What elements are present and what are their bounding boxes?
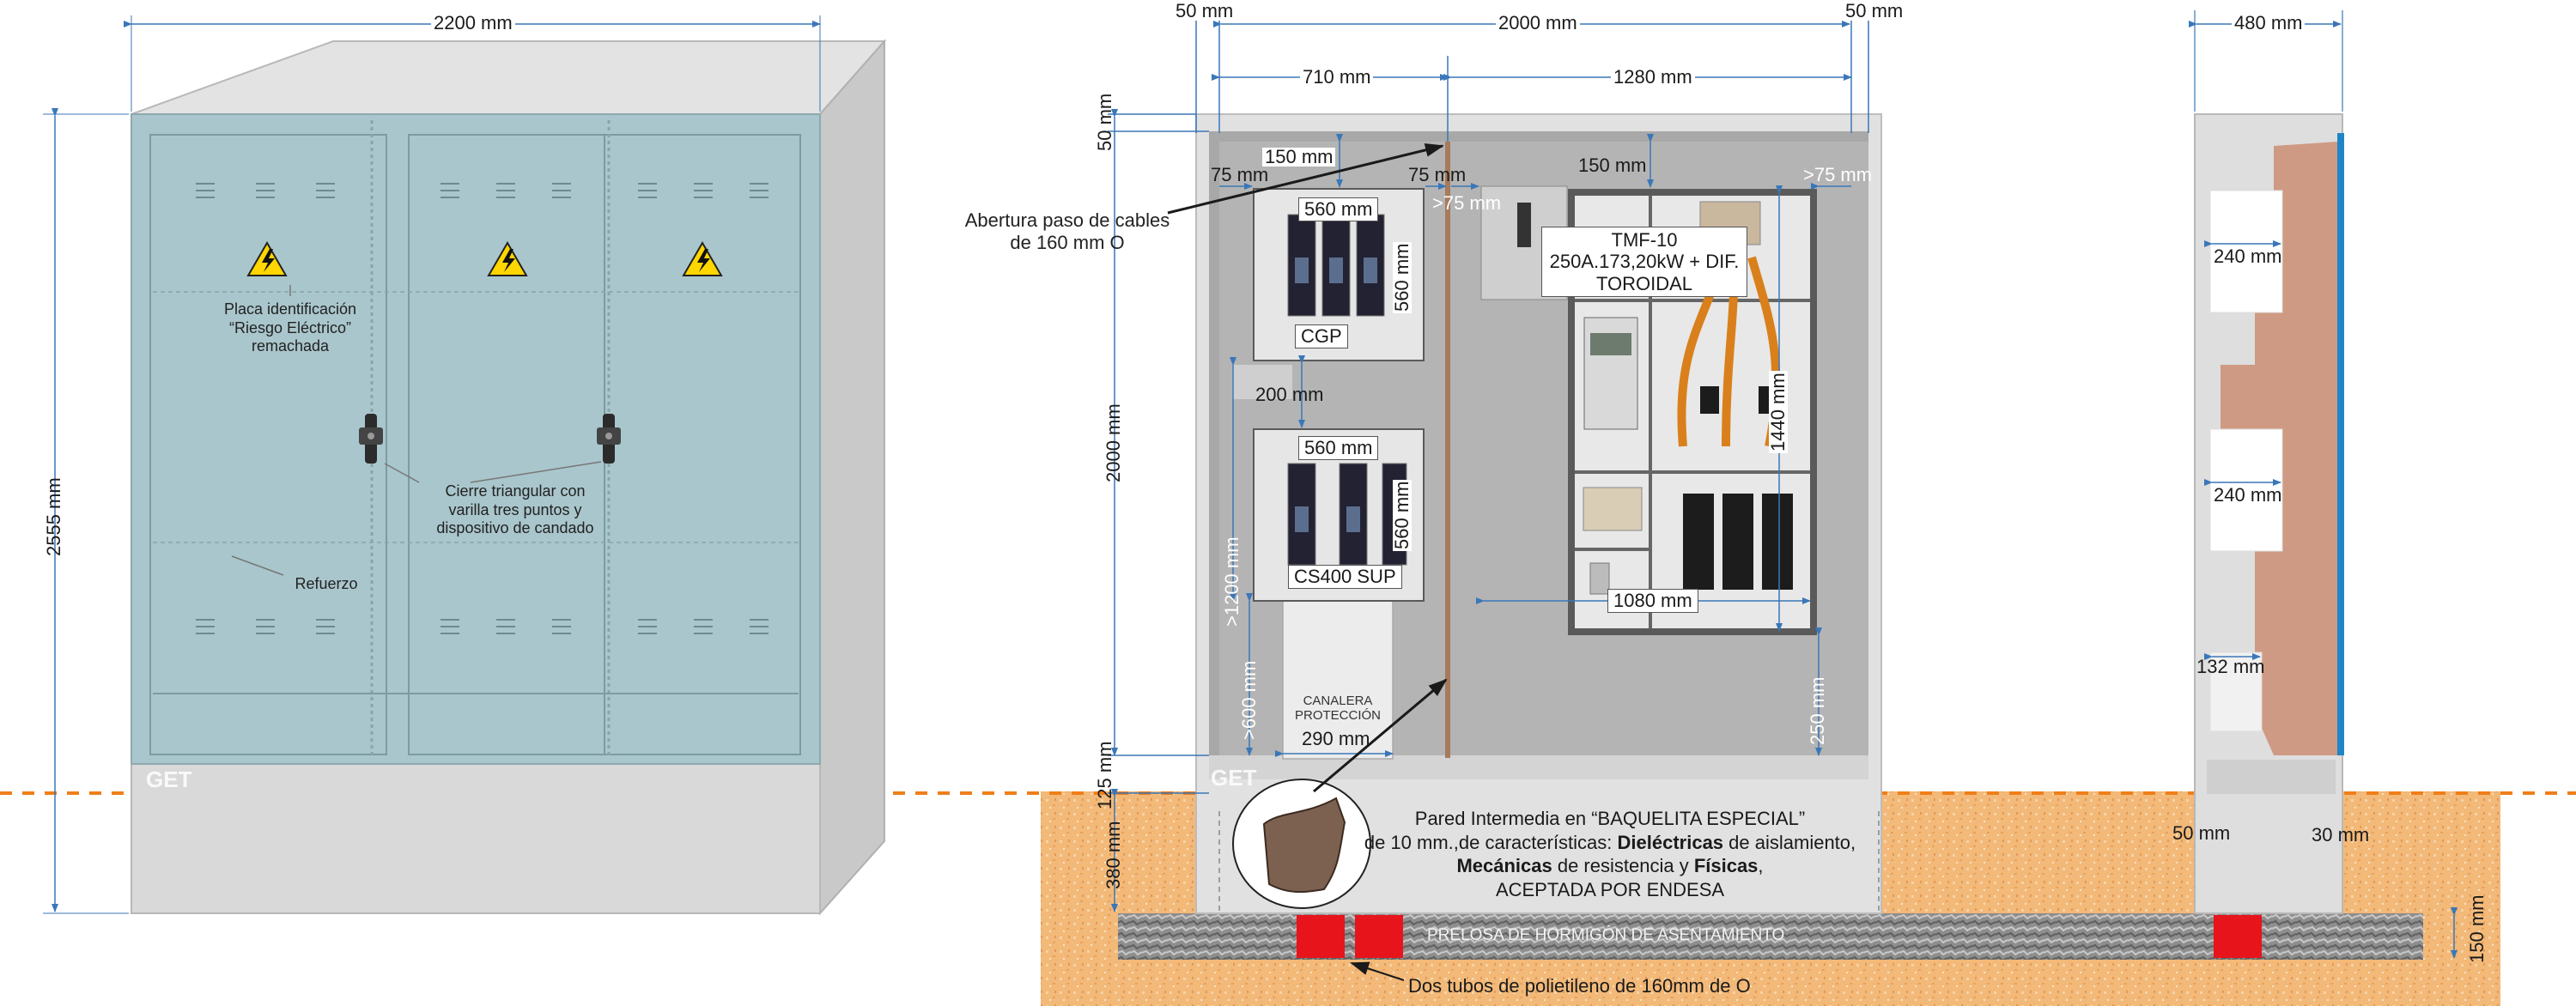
front-width-dimension: 2200 mm	[431, 14, 515, 33]
lock-note: Cierre triangular con varilla tres punto…	[436, 482, 594, 537]
cs400-width-dimension: 560 mm	[1298, 436, 1379, 460]
dim-250: 250 mm	[1807, 676, 1828, 745]
tmf-label: TMF-10 250A.173,20kW + DIF. TOROIDAL	[1541, 227, 1747, 297]
pared-line-1: Pared Intermedia en “BAQUELITA ESPECIAL”	[1414, 808, 1806, 829]
front-height-dimension: 2555 mm	[43, 477, 64, 556]
dim-75-mid: 75 mm	[1408, 164, 1467, 185]
prelosa-label: PRELOSA DE HORMIGÓN DE ASENTAMIENTO	[1427, 926, 1785, 944]
pared-line-4: ACEPTADA POR ENDESA	[1495, 878, 1725, 900]
dim-50-right: 50 mm	[1843, 2, 1906, 21]
wall-detail-icon	[1232, 779, 1371, 909]
side-dim-30: 30 mm	[2312, 824, 2370, 845]
pared-bold: Físicas	[1693, 855, 1759, 876]
door-latch-icon	[359, 414, 383, 464]
warning-icon	[246, 241, 288, 276]
warning-icon	[487, 241, 528, 276]
dim-150-top: 150 mm	[1262, 148, 1336, 167]
cable-opening-note: Abertura paso de cables de 160 mm O	[964, 209, 1170, 254]
dim-1280: 1280 mm	[1611, 68, 1695, 87]
pared-text: de 10 mm.,de características:	[1364, 831, 1618, 853]
dim-710: 710 mm	[1300, 68, 1374, 87]
pared-line-3: Mecánicas de resistencia y Físicas,	[1352, 854, 1868, 878]
get-mark: GET	[146, 767, 192, 792]
pared-bold: Dieléctricas	[1617, 831, 1724, 853]
side-view	[2189, 10, 2458, 959]
side-dim-50: 50 mm	[2172, 822, 2231, 844]
reinforcement-note: Refuerzo	[295, 575, 358, 592]
pared-text: de resistencia y	[1552, 855, 1694, 876]
tube-red	[1355, 915, 1403, 958]
dim-1440: 1440 mm	[1767, 371, 1789, 453]
dim-2000-vertical: 2000 mm	[1103, 403, 1124, 482]
get-mark: GET	[1211, 765, 1257, 791]
dim-1080: 1080 mm	[1607, 589, 1698, 613]
side-dim-240-a: 240 mm	[2214, 245, 2282, 267]
cgp-label: CGP	[1295, 324, 1348, 348]
dim-gt600: >600 mm	[1238, 660, 1260, 740]
dim-125: 125 mm	[1094, 741, 1115, 809]
dim-50-left: 50 mm	[1173, 2, 1236, 21]
dim-380: 380 mm	[1103, 821, 1124, 889]
cgp-height-dimension: 560 mm	[1391, 241, 1413, 313]
front-view	[43, 15, 887, 916]
bakelite-wall-note: Pared Intermedia en “BAQUELITA ESPECIAL”…	[1352, 807, 1868, 901]
pared-bold: Mecánicas	[1456, 855, 1552, 876]
plate-note: Placa identificación “Riesgo Eléctrico” …	[223, 300, 357, 355]
cs400-label: CS400 SUP	[1288, 565, 1402, 589]
pared-text: ,	[1758, 855, 1764, 876]
pared-line-2: de 10 mm.,de características: Dieléctric…	[1352, 831, 1868, 855]
dim-75-left: 75 mm	[1211, 164, 1269, 185]
tubes-note: Dos tubos de polietileno de 160mm de O	[1408, 975, 1751, 997]
leader-arrows	[1167, 142, 1448, 981]
side-width-dimension: 480 mm	[2232, 14, 2306, 33]
dim-150-right: 150 mm	[1578, 155, 1647, 176]
dim-50-vertical: 50 mm	[1094, 93, 1115, 151]
door-latch-icon	[597, 414, 621, 464]
cgp-width-dimension: 560 mm	[1298, 197, 1379, 221]
cs400-height-dimension: 560 mm	[1391, 479, 1413, 551]
side-dim-240-b: 240 mm	[2214, 484, 2282, 506]
dim-gt75-mid: >75 mm	[1432, 192, 1502, 214]
side-dim-150: 150 mm	[2466, 894, 2488, 963]
warning-icon	[682, 241, 723, 276]
canalera-label: CANALERA PROTECCIÓN	[1294, 694, 1381, 724]
dim-gt75-right: >75 mm	[1803, 164, 1873, 185]
dim-gt1200: >1200 mm	[1221, 536, 1242, 627]
dim-290: 290 mm	[1302, 728, 1370, 749]
side-dim-132: 132 mm	[2196, 656, 2265, 677]
tube-red	[2214, 915, 2262, 958]
dim-200: 200 mm	[1255, 384, 1324, 405]
pared-text: de aislamiento,	[1723, 831, 1856, 853]
bakelite-wall	[1445, 142, 1450, 758]
tube-red	[1297, 915, 1345, 958]
dim-2000: 2000 mm	[1496, 14, 1580, 33]
